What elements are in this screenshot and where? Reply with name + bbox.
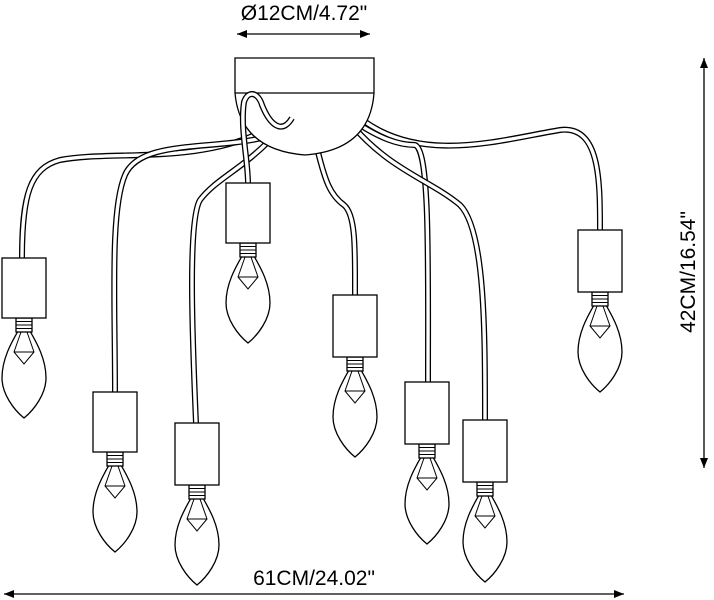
bulb-filament — [237, 256, 259, 290]
height-label: 42CM/16.54" — [677, 211, 700, 333]
top-diameter-label: Ø12CM/4.72" — [241, 2, 368, 25]
dimension-width: 61CM/24.02" — [4, 567, 624, 598]
bulb-center-left — [174, 422, 220, 586]
socket-cup — [404, 381, 450, 445]
bulb-left — [92, 391, 138, 553]
socket-cup — [332, 294, 378, 358]
arm-far-right — [358, 115, 603, 231]
bulb-far-left — [1, 257, 47, 419]
bulb-right — [404, 381, 450, 545]
bulb-glass — [92, 452, 138, 553]
bulb-glass — [462, 482, 508, 583]
arrow-head-right — [360, 30, 370, 38]
arm-center-right — [315, 151, 359, 296]
arm-left — [111, 135, 263, 393]
arm-far-left — [19, 127, 267, 259]
bulb-filament — [589, 305, 611, 339]
socket-cup — [577, 229, 623, 293]
bulb-far-right — [577, 229, 623, 393]
bulb-center-top — [225, 182, 271, 344]
bulb-filament — [186, 498, 208, 532]
arm-center-left — [189, 139, 271, 424]
arm-right — [343, 112, 432, 383]
lamp-arms-front — [239, 91, 295, 184]
bulb-right-lower — [462, 419, 508, 583]
dimension-height: 42CM/16.54" — [677, 58, 708, 468]
bulb-filament — [416, 457, 438, 491]
socket-cup — [462, 419, 508, 483]
bulb-filament — [104, 465, 126, 499]
bulb-filament — [344, 370, 366, 404]
bulb-glass — [225, 243, 271, 344]
lamp-arms — [19, 112, 603, 424]
socket-cup — [225, 182, 271, 244]
bulb-glass — [174, 485, 220, 586]
bulb-center-right — [332, 294, 378, 458]
bulb-glass — [404, 444, 450, 545]
arrow-head-right — [614, 590, 624, 598]
bulb-glass — [1, 318, 47, 419]
socket-cup — [92, 391, 138, 453]
arrow-head-left — [4, 590, 14, 598]
arm-right-lower — [349, 123, 488, 421]
arrow-head-down — [700, 458, 708, 468]
lamp-sockets — [1, 182, 623, 586]
bulb-glass — [332, 357, 378, 458]
width-label: 61CM/24.02" — [253, 567, 375, 590]
socket-cup — [1, 257, 47, 319]
arrow-head-left — [237, 30, 247, 38]
socket-cup — [174, 422, 220, 486]
arm-center-top — [239, 91, 295, 184]
bulb-filament — [13, 331, 35, 365]
arrow-head-up — [700, 58, 708, 68]
bulb-glass — [577, 292, 623, 393]
bulb-filament — [474, 495, 496, 529]
dimension-top-diameter: Ø12CM/4.72" — [237, 2, 370, 38]
